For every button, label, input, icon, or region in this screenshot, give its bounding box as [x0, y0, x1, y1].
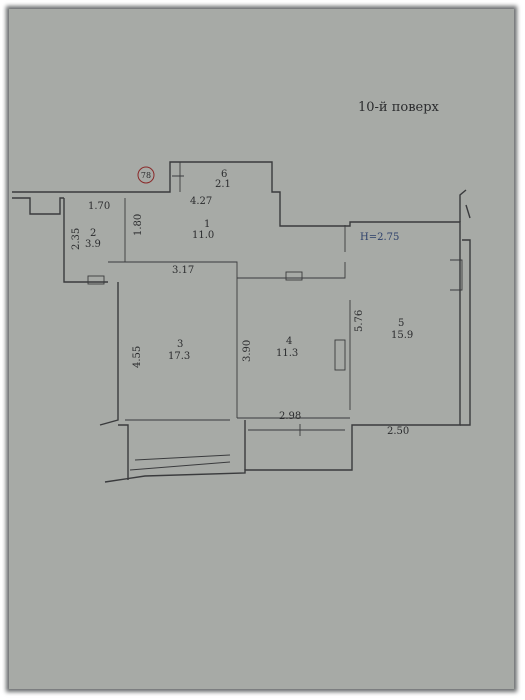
room-2-area: 3.9: [85, 239, 101, 250]
ceiling-height-note: H=2.75: [360, 232, 399, 243]
room-1-number: 1: [204, 219, 210, 230]
room-6-area: 2.1: [215, 179, 231, 190]
room-1-area: 11.0: [192, 230, 214, 241]
dimension-2-98: 2.98: [279, 411, 301, 422]
dimension-1-80: 1.80: [133, 214, 144, 236]
room-2-number: 2: [90, 228, 96, 239]
room-3-area: 17.3: [168, 351, 190, 362]
apartment-number: 78: [141, 171, 151, 180]
room-4-area: 11.3: [276, 348, 298, 359]
dimension-1-70: 1.70: [88, 201, 110, 212]
dimension-3-90: 3.90: [242, 340, 253, 362]
room-4-number: 4: [286, 336, 292, 347]
apartment-number-circle: [137, 166, 155, 184]
dimension-2-50: 2.50: [387, 426, 409, 437]
interior-walls: [59, 162, 463, 471]
dimension-labels: 1.70 4.27 2.35 1.80 3.17 4.55 3.90 5.76 …: [71, 196, 409, 437]
room-3-number: 3: [177, 339, 183, 350]
dimension-3-17: 3.17: [172, 265, 194, 276]
dimension-2-35: 2.35: [71, 228, 82, 250]
paper-sheet: [9, 9, 514, 689]
floor-label: 10-й поверх: [358, 100, 440, 115]
room-5-area: 15.9: [391, 330, 413, 341]
dimension-5-76: 5.76: [354, 310, 365, 332]
room-labels: 1 11.0 2 3.9 3 17.3 4 11.3 5 15.9 6 2.1: [85, 169, 413, 362]
dimension-4-27: 4.27: [190, 196, 212, 207]
dimension-4-55: 4.55: [132, 346, 143, 368]
outer-walls: [12, 161, 471, 483]
room-5-number: 5: [398, 318, 404, 329]
room-6-number: 6: [221, 169, 227, 180]
